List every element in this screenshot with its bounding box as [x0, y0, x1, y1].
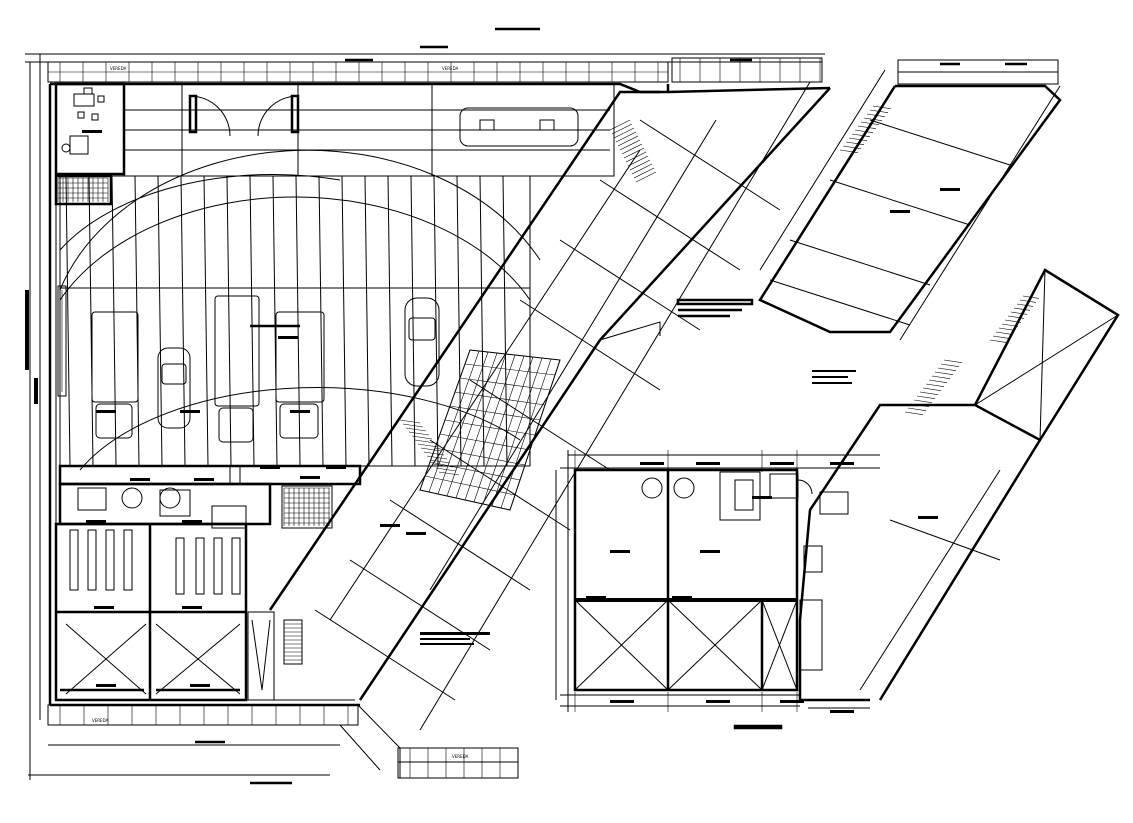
east-street-label: VEREDA: [442, 66, 459, 71]
south-street-label: VEREDA: [92, 718, 109, 723]
west-wall-column: [57, 285, 67, 397]
notes-block: [420, 632, 490, 645]
lower-right-wing: [798, 268, 1120, 709]
room-labels: [82, 130, 960, 687]
parking-hall: [59, 149, 541, 471]
south-service-strip: [58, 464, 362, 529]
south-stair: [247, 611, 303, 701]
north-bays: [123, 83, 615, 177]
parked-vehicles: [91, 295, 440, 443]
toilet-room-nw: [54, 174, 113, 206]
north-sidewalk: [47, 57, 823, 83]
left-plan-dimensions: [25, 53, 825, 785]
middle-right-plan: [555, 450, 880, 730]
tiled-lobby: [419, 349, 561, 511]
street-labels: VEREDA VEREDA VEREDA VEREDA: [92, 66, 469, 759]
title-marks: [345, 27, 1027, 66]
office-room: [54, 82, 126, 176]
south-sidewalk: [47, 704, 519, 779]
north-street-label: VEREDA: [110, 66, 127, 71]
upper-right-plan: [758, 59, 1062, 384]
workshop-rooms: [54, 522, 248, 702]
diagonal-wing: [268, 81, 831, 731]
corner-street-label: VEREDA: [452, 754, 469, 759]
diagonal-stair: [399, 119, 657, 476]
